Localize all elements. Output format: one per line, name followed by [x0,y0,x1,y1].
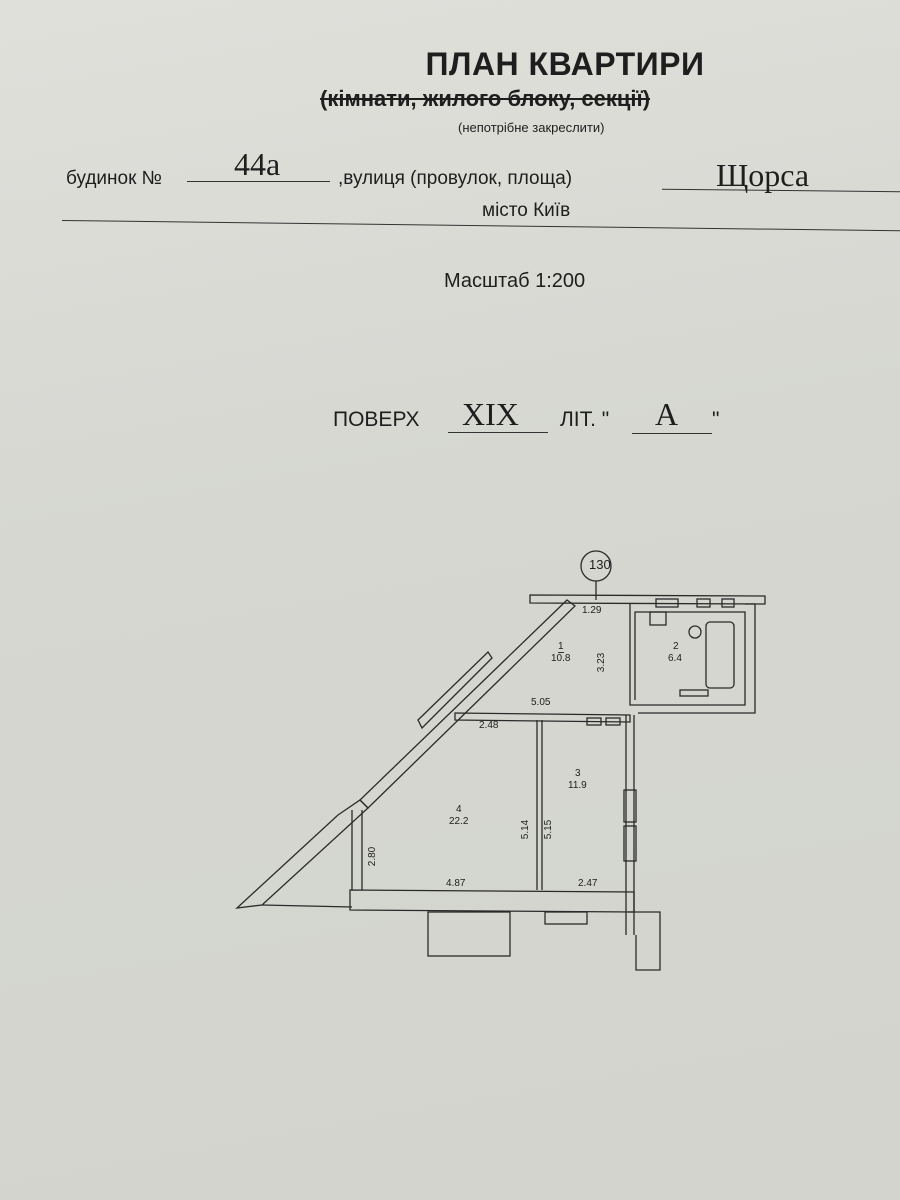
middle-wall [454,712,631,723]
dimension: 1.29 [582,605,602,616]
dimension: 5.05 [531,697,551,708]
dimension: 5.15 [543,819,555,840]
floor-underline [448,432,548,433]
floor-label: ПОВЕРХ [333,408,420,431]
room-area: 10.8 [551,653,571,664]
lit-label: ЛІТ. " [560,408,610,431]
room-area: 6.4 [668,653,682,664]
right-wall [625,715,635,935]
top-wall [529,594,766,605]
document-title: ПЛАН КВАРТИРИ [425,46,705,82]
struck-subtitle: (кімнати, жилого блоку, секції) [320,86,651,111]
room-number: 4 [456,804,462,815]
room-number: 2 [673,641,679,652]
floor-value: XIX [462,396,519,432]
scale-label: Масштаб 1:200 [444,270,586,292]
lit-close: " [712,408,720,431]
street-label: ,вулиця (провулок, площа) [338,168,573,189]
lit-value: А [655,396,679,432]
diagonal-wall-lower [235,799,369,909]
dimension: 2.80 [367,846,379,867]
bathroom-walls [629,604,746,706]
partition-wall [536,720,543,890]
house-underline [187,181,330,182]
dimension: 5.14 [520,819,532,840]
dimension: 3.23 [596,652,608,673]
house-number: 44а [234,146,281,182]
dimension: 2.47 [578,878,598,889]
bathtub [705,621,735,689]
dimension: 4.87 [446,878,466,889]
room-number: 1 [558,641,564,653]
room-area: 11.9 [568,780,587,791]
city: місто Київ [482,200,571,221]
left-wall [351,810,363,890]
lit-underline [632,433,712,434]
room-area: 22.2 [449,816,469,827]
house-label: будинок № [66,168,163,189]
strike-note: (непотрібне закреслити) [458,120,605,135]
balcony [427,911,511,957]
apartment-number: 130 [589,557,611,572]
bottom-wall [349,889,635,913]
street-name: Щорса [716,157,810,193]
room-number: 3 [575,768,581,779]
dimension: 2.48 [479,720,499,731]
